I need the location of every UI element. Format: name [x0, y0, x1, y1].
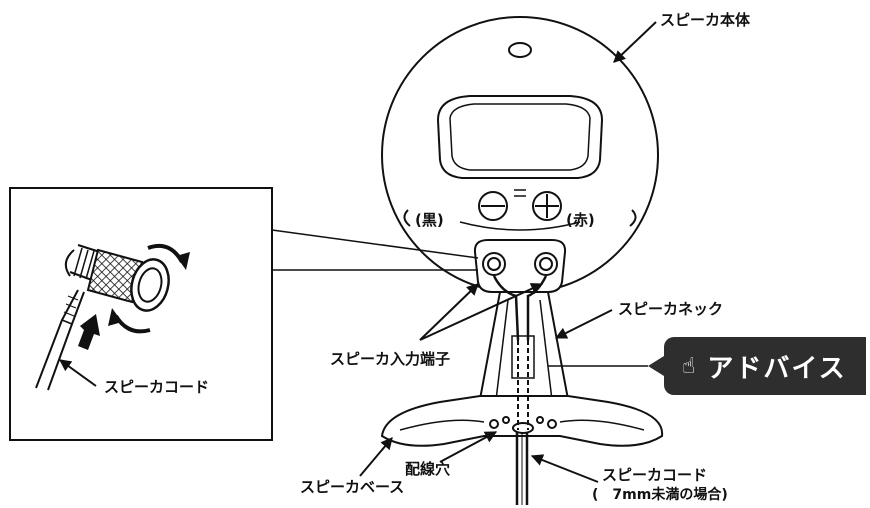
cord-label: スピーカコード: [602, 466, 708, 484]
black-terminal-label: (黒): [415, 211, 444, 229]
terminal-block: [473, 239, 567, 293]
speaker-base: [380, 395, 664, 447]
cord-size-note: ( 7mm未満の場合): [592, 487, 728, 503]
advice-button[interactable]: ☝ アドバイス: [648, 337, 866, 395]
label-arrows: [359, 21, 657, 483]
red-terminal-label: (赤): [566, 211, 595, 229]
speaker-body-label: スピーカ本体: [660, 11, 751, 29]
speaker-base-label: スピーカベース: [300, 478, 405, 496]
terminal-detail-inset: [9, 187, 479, 441]
input-terminal-label: スピーカ入力端子: [330, 350, 451, 368]
pointing-hand-icon: ☝: [682, 353, 696, 379]
inset-cord-label: スピーカコード: [104, 378, 210, 396]
speaker-neck: [476, 275, 572, 411]
wiring-hole-label: 配線穴: [405, 460, 451, 478]
advice-label: アドバイス: [707, 353, 847, 384]
speaker-body: [381, 16, 659, 294]
speaker-neck-label: スピーカネック: [618, 300, 724, 318]
cord-routing: [515, 340, 529, 505]
polarity-symbols: [478, 189, 562, 221]
